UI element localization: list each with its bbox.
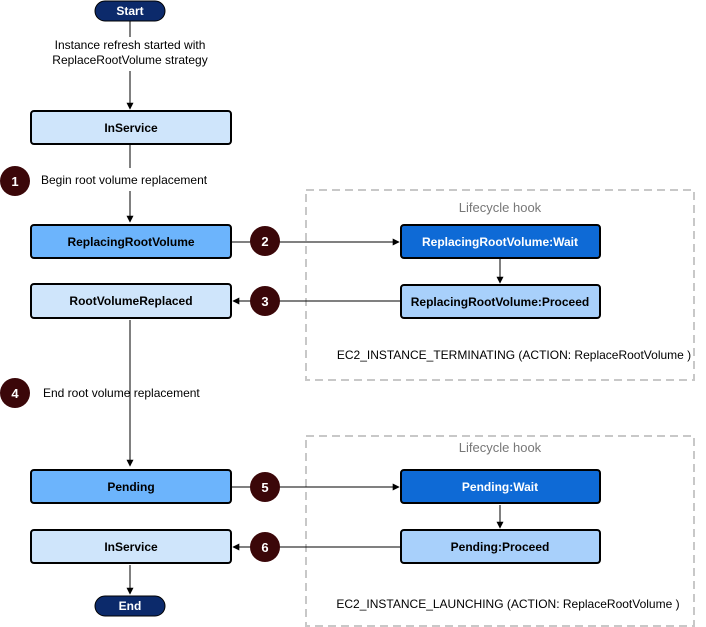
step-badge-4: 4 <box>0 378 30 408</box>
hook-1-event: EC2_INSTANCE_TERMINATING (ACTION: Replac… <box>337 348 691 362</box>
lifecycle-hook-box-2 <box>305 435 695 627</box>
step-badge-6-number: 6 <box>261 540 268 555</box>
state-replacing-root-volume-label: ReplacingRootVolume <box>67 235 194 249</box>
step-1-text: Begin root volume replacement <box>41 173 208 187</box>
step-badge-3: 3 <box>250 286 280 316</box>
hook-1-proceed-box <box>400 284 601 319</box>
hook-2-wait-label: Pending:Wait <box>462 480 538 494</box>
state-root-volume-replaced <box>30 283 232 319</box>
step-4-text: End root volume replacement <box>43 386 200 400</box>
state-replacing-root-volume <box>30 224 232 259</box>
hook-2-proceed-label: Pending:Proceed <box>451 540 550 554</box>
end-label: End <box>119 599 142 613</box>
hook-2-event: EC2_INSTANCE_LAUNCHING (ACTION: ReplaceR… <box>336 597 679 611</box>
state-pending <box>30 469 232 504</box>
refresh-note-line-1: Instance refresh started with <box>55 38 206 52</box>
start-label: Start <box>116 4 143 18</box>
hook-1-wait-box <box>400 224 601 259</box>
step-badge-5-number: 5 <box>261 480 268 495</box>
state-pending-label: Pending <box>107 480 154 494</box>
lifecycle-hook-title-1: Lifecycle hook <box>459 200 542 215</box>
state-inservice-bottom <box>30 529 232 564</box>
step-badge-2-number: 2 <box>261 234 268 249</box>
state-inservice-top-label: InService <box>104 121 158 135</box>
hook-2-wait-box <box>400 469 601 504</box>
step-badge-5: 5 <box>250 472 280 502</box>
end-terminal <box>94 595 166 617</box>
step-badge-1-number: 1 <box>11 174 18 189</box>
lifecycle-hook-box-1 <box>305 189 695 381</box>
step-badge-1: 1 <box>0 166 30 196</box>
state-inservice-top <box>30 110 232 145</box>
step-badge-2: 2 <box>250 226 280 256</box>
state-inservice-bottom-label: InService <box>104 540 158 554</box>
hook-2-proceed-box <box>400 529 601 564</box>
state-root-volume-replaced-label: RootVolumeReplaced <box>69 294 192 308</box>
step-badge-3-number: 3 <box>261 294 268 309</box>
hook-1-proceed-label: ReplacingRootVolume:Proceed <box>411 295 589 309</box>
step-badge-6: 6 <box>250 532 280 562</box>
step-badge-4-number: 4 <box>11 386 19 401</box>
start-terminal <box>94 0 166 22</box>
hook-1-wait-label: ReplacingRootVolume:Wait <box>422 235 578 249</box>
refresh-note-line-2: ReplaceRootVolume strategy <box>52 53 207 67</box>
lifecycle-hook-title-2: Lifecycle hook <box>459 440 542 455</box>
